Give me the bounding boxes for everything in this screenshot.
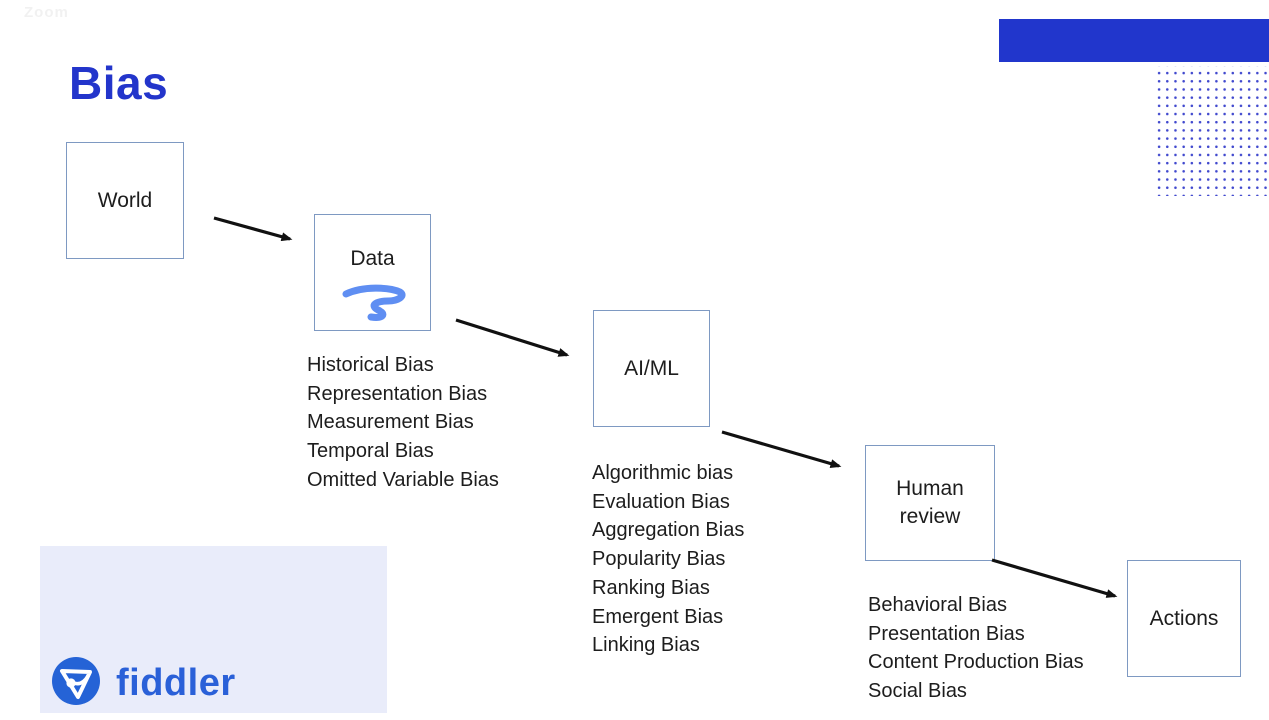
bias-list-item: Aggregation Bias — [592, 519, 745, 542]
bias-list-item: Measurement Bias — [307, 411, 474, 434]
bias-list-item: Emergent Bias — [592, 605, 724, 628]
bias-list-item: Behavioral Bias — [868, 594, 1007, 616]
bias-list-item: Temporal Bias — [307, 440, 434, 463]
accent-bar — [999, 19, 1269, 62]
dot-grid-decoration — [1153, 66, 1269, 196]
bias-list-item: Social Bias — [868, 680, 967, 703]
stage-label: Data — [350, 246, 395, 270]
brand-wordmark: fiddler — [116, 662, 236, 704]
stage-box-aiml: AI/ML — [593, 310, 710, 427]
bias-list-item: Representation Bias — [307, 382, 488, 405]
bias-list-item: Presentation Bias — [868, 622, 1025, 645]
stage-label: World — [97, 188, 153, 212]
page-title: Bias — [69, 57, 169, 109]
bias-list-item: Omitted Variable Bias — [307, 468, 499, 491]
stage-label: Actions — [1149, 606, 1219, 630]
stage-box-actions: Actions — [1127, 560, 1241, 677]
bias-list-item: Historical Bias — [307, 354, 434, 376]
stage-label: AI/ML — [624, 356, 679, 380]
bias-list-item: Content Production Bias — [868, 651, 1084, 674]
stage-box-data: Data — [314, 214, 431, 331]
stage-box-world: World — [66, 142, 184, 259]
fiddler-logo-icon — [52, 657, 100, 705]
bias-list-item: Ranking Bias — [592, 576, 710, 599]
recording-watermark: Zoom — [24, 4, 69, 21]
arrow-data-to-aiml — [455, 318, 570, 357]
stage-box-human-review: Human review — [865, 445, 995, 561]
bias-list-item: Popularity Bias — [592, 548, 726, 571]
bias-list-item: Linking Bias — [592, 634, 700, 657]
bias-list-item: Algorithmic bias — [592, 462, 734, 484]
stage-label: Human review — [896, 477, 964, 528]
arrow-world-to-data — [213, 216, 293, 242]
bias-list-item: Evaluation Bias — [592, 490, 730, 513]
